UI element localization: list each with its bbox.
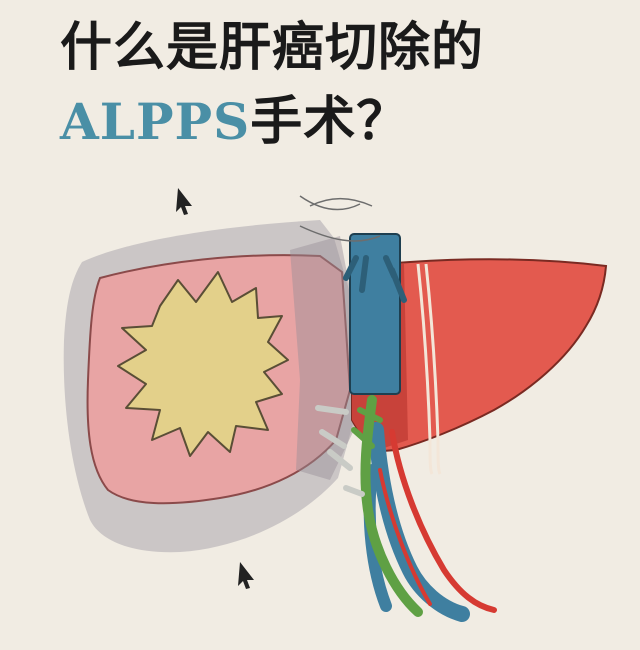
liver-illustration	[63, 188, 608, 622]
right-liver-lobe	[351, 258, 608, 454]
round-ligament	[416, 263, 434, 475]
hepatic-artery	[389, 429, 497, 613]
title-suffix: 手术？	[250, 92, 410, 152]
title-line-1: 什么是肝癌切除的	[60, 18, 485, 78]
hepatic-artery-branch	[378, 468, 432, 606]
bile-duct-branch	[351, 407, 383, 449]
arrow-cursor-icon-bottom	[238, 562, 254, 589]
ligature-clips	[315, 405, 365, 497]
tumor	[117, 271, 289, 457]
title-abbr: ALPPS	[60, 92, 251, 151]
arrow-cursor-icon-top	[176, 188, 192, 215]
bile-duct	[360, 395, 423, 617]
transection-overlay	[290, 236, 354, 480]
title-line-2: ALPPS手术？	[60, 92, 409, 152]
suture-lines	[299, 195, 381, 242]
round-ligament-2	[424, 263, 442, 475]
hepatic-vein-branches	[343, 255, 407, 303]
